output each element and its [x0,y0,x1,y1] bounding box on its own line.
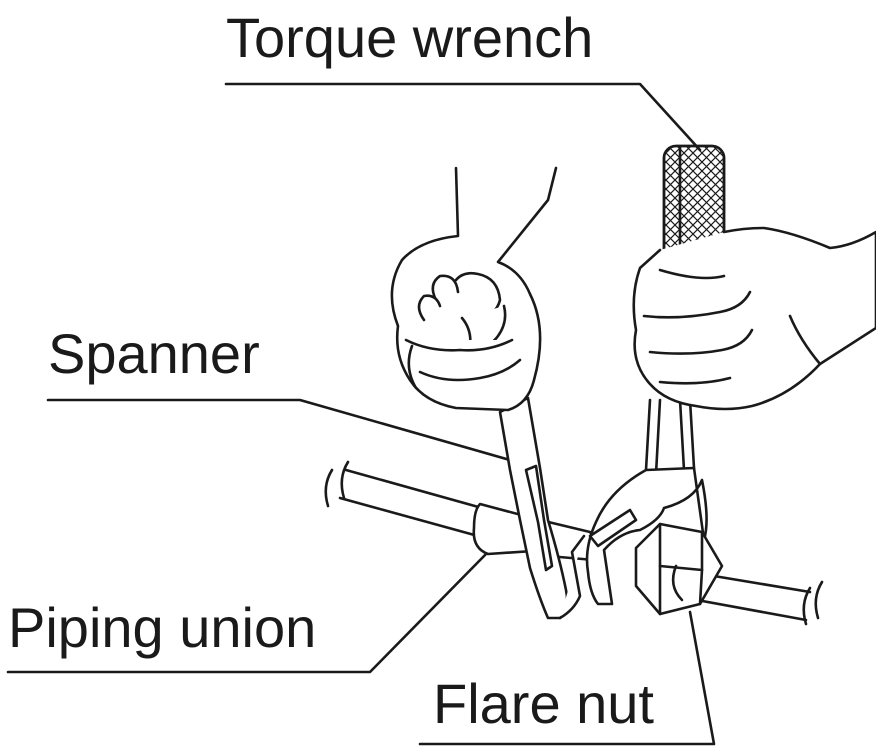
label-piping-union: Piping union [8,596,317,659]
leader-flare-nut [418,610,716,746]
leader-torque-wrench [224,82,702,152]
leader-piping-union [6,550,490,674]
flare-nut [634,522,724,616]
spanner [498,396,586,620]
left-hand [390,166,558,412]
leader-lines [6,82,716,746]
label-spanner: Spanner [48,322,260,385]
label-torque-wrench: Torque wrench [226,6,594,69]
leader-spanner [46,398,512,462]
pipe-left [324,460,484,538]
right-hand [632,226,876,411]
label-flare-nut: Flare nut [433,672,654,735]
